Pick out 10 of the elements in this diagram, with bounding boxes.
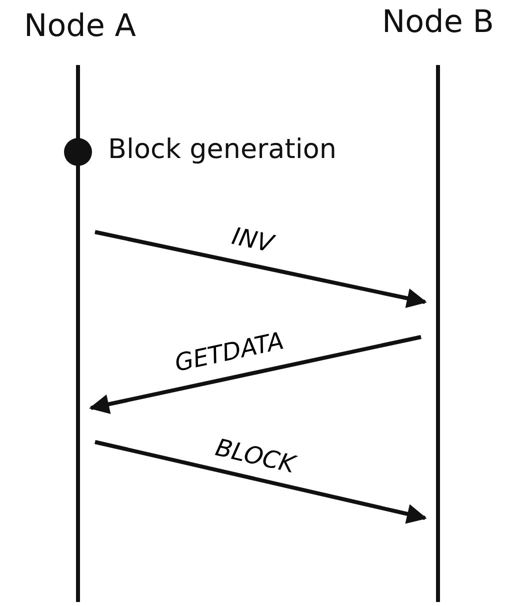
message-arrow xyxy=(94,440,427,524)
edge-label: BLOCK xyxy=(212,434,299,478)
event-label: Block generation xyxy=(108,134,336,165)
edge-label: INV xyxy=(228,224,277,256)
event-dot xyxy=(64,138,92,166)
message-arrow xyxy=(89,335,422,414)
message-arrow xyxy=(94,230,427,308)
lifeline-heading: Node B xyxy=(380,4,496,40)
edge-label: GETDATA xyxy=(171,328,288,376)
lifeline-heading: Node A xyxy=(23,8,137,44)
